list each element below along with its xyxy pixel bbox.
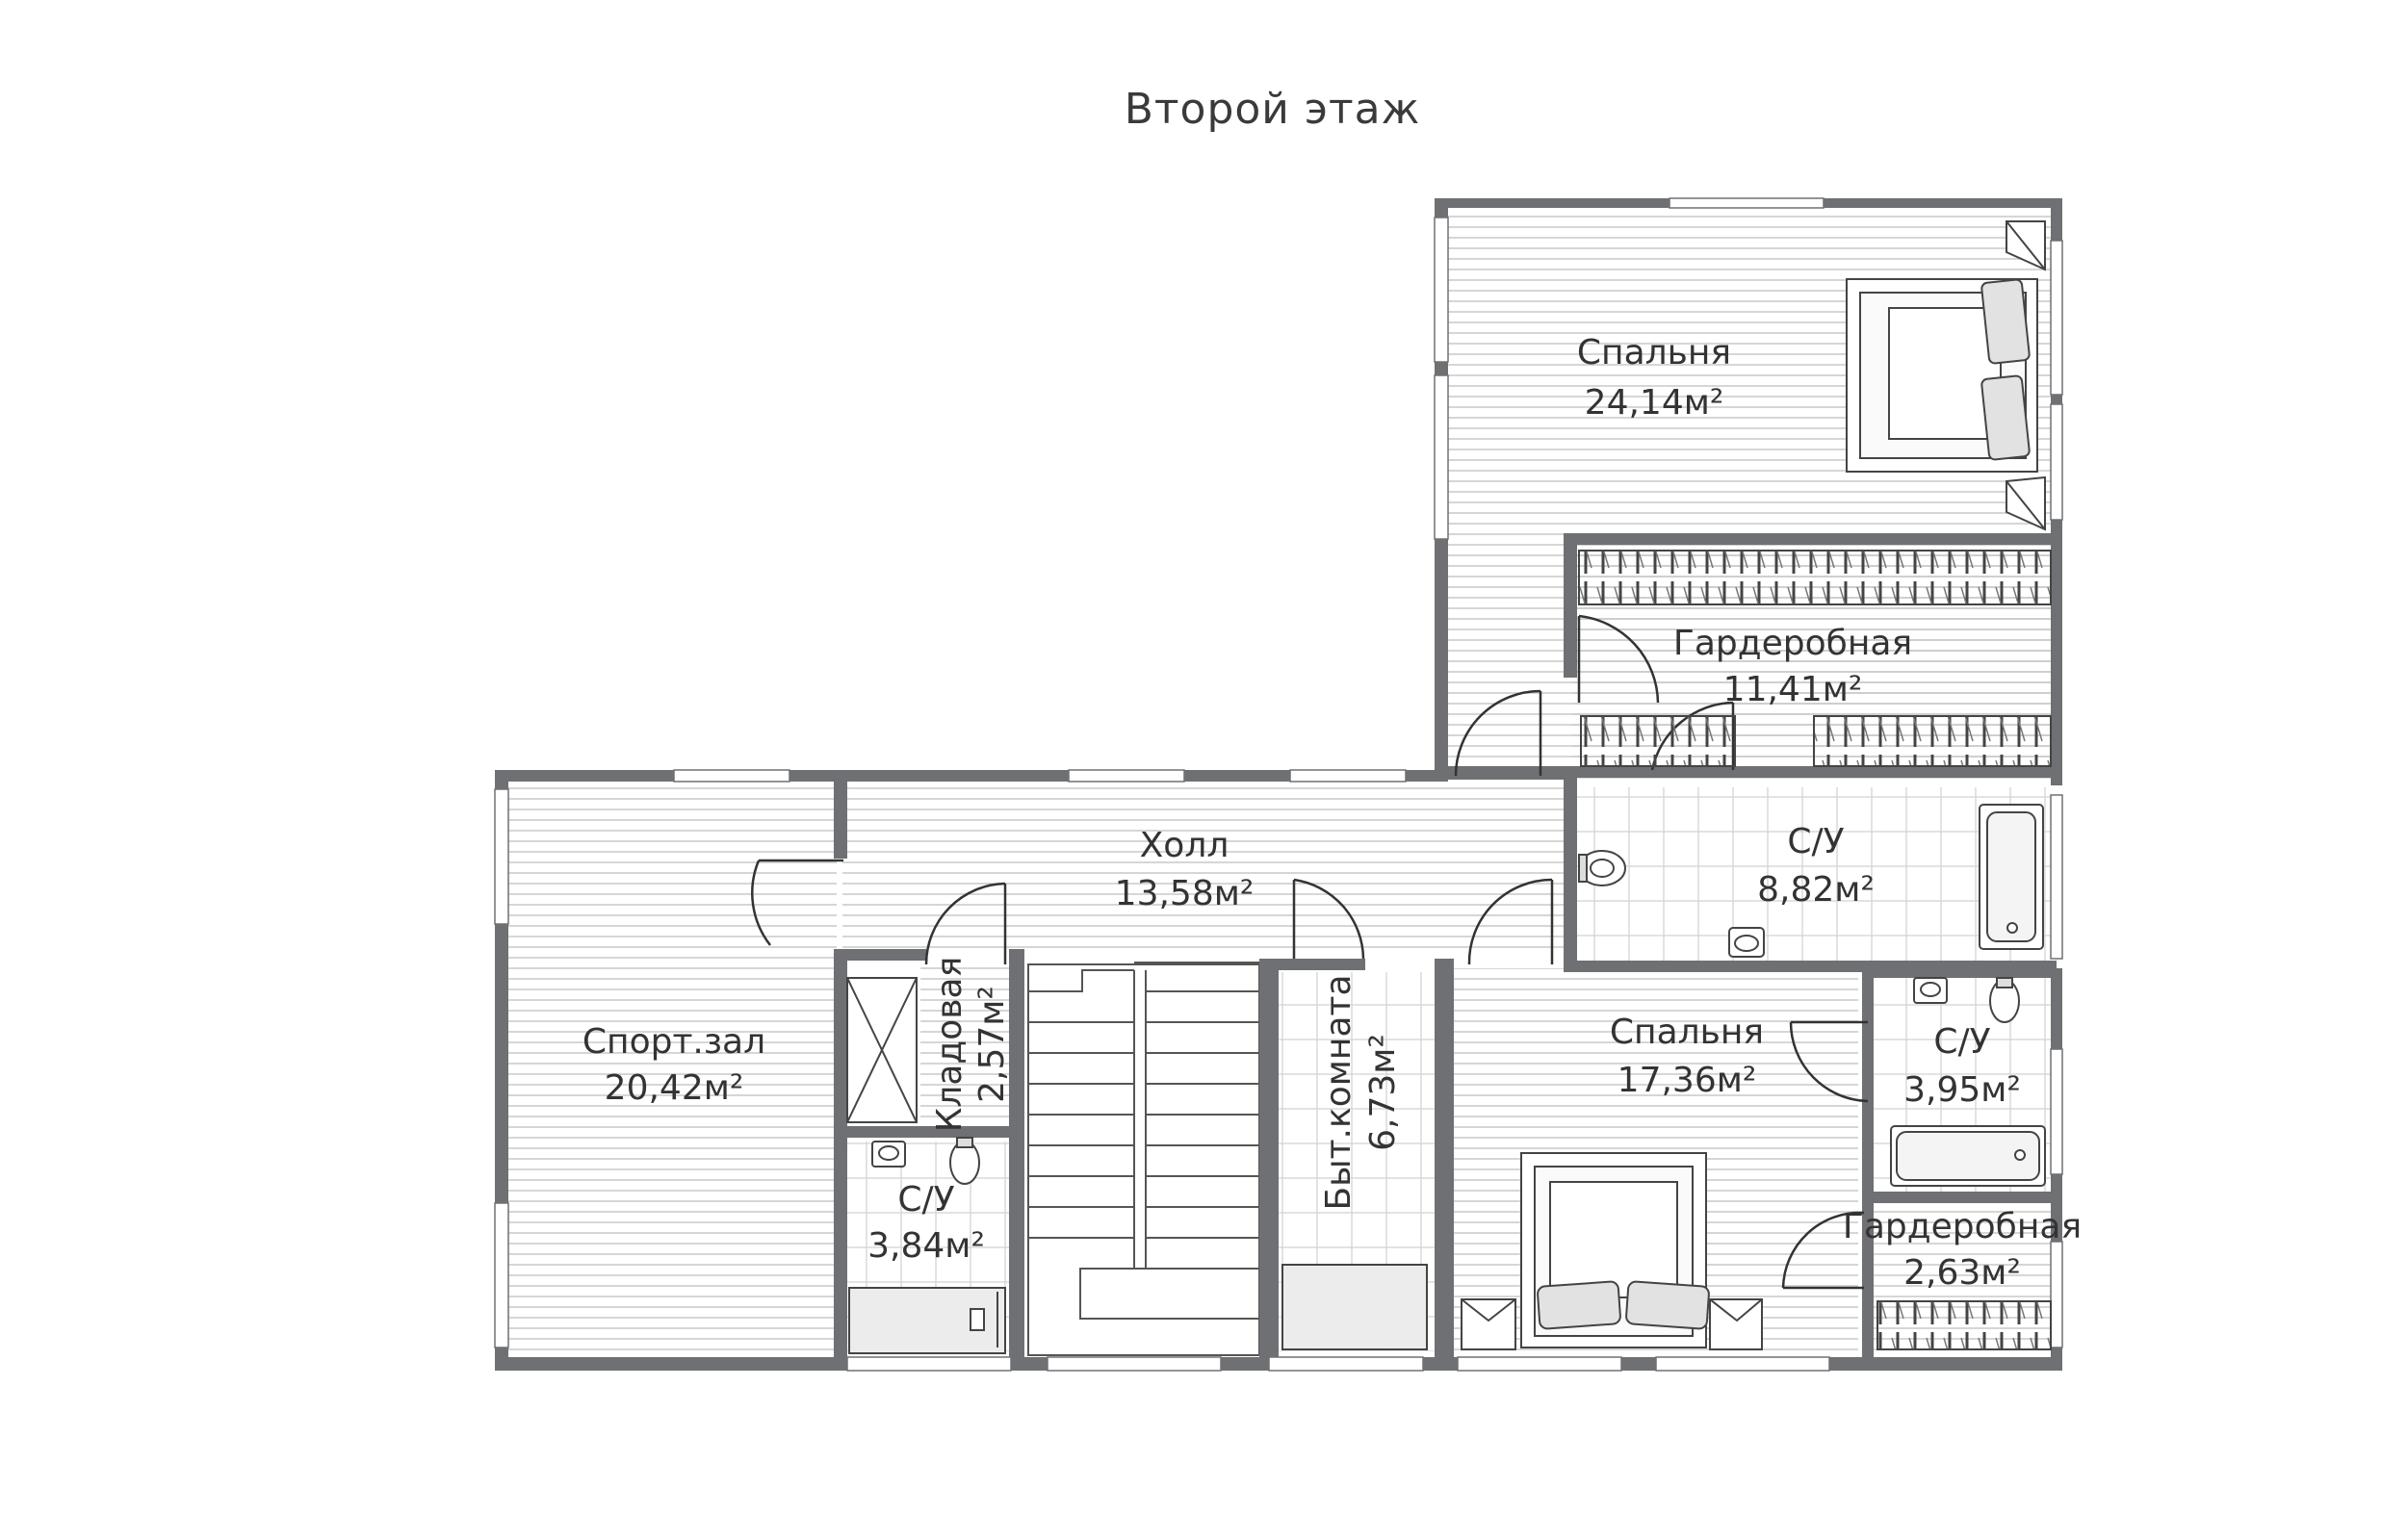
label-storage-name: Кладовая (930, 957, 970, 1132)
label-wardrobe-small-area: 2,63м² (1903, 1253, 2021, 1293)
staircase (1027, 962, 1260, 1356)
floor-areas (508, 214, 2057, 1359)
floor-bath-right (1573, 787, 2055, 961)
floor-storage (920, 966, 1011, 1130)
label-hall-area: 13,58м² (1115, 874, 1255, 913)
label-bath-small-right-area: 3,95м² (1903, 1070, 2021, 1110)
label-wardrobe-big-area: 11,41м² (1723, 670, 1863, 709)
label-bedroom-top-area: 24,14м² (1585, 383, 1724, 423)
bath-left-fixtures (848, 1137, 1006, 1354)
label-bath-left-name: С/У (897, 1180, 954, 1219)
label-gym-name: Спорт.зал (582, 1022, 765, 1062)
floor-title: Второй этаж (1124, 85, 1421, 134)
floor-gym (508, 782, 837, 1359)
bath-right-fixtures (1578, 804, 2044, 958)
label-bedroom-bottom-area: 17,36м² (1618, 1061, 1757, 1100)
room-labels: Спальня 24,14м² Гардеробная 11,41м² С/У … (582, 333, 2082, 1293)
bed-bottom (1520, 1152, 1710, 1348)
label-bedroom-bottom-name: Спальня (1610, 1013, 1764, 1052)
wardrobe-rails (1578, 550, 2052, 1350)
label-hall-name: Холл (1140, 826, 1229, 865)
label-storage-area: 2,57м² (972, 986, 1012, 1103)
label-bath-small-right-name: С/У (1933, 1022, 1990, 1062)
bed-top (1846, 278, 2038, 473)
label-bath-left-area: 3,84м² (867, 1226, 985, 1266)
windows (494, 197, 2063, 1372)
storage-cross (846, 977, 918, 1123)
nightstands-top (2006, 220, 2046, 531)
doors (751, 614, 1869, 1290)
laundry-counter (1281, 1264, 1428, 1350)
floor-hall (842, 782, 1574, 951)
label-bath-right-area: 8,82м² (1757, 870, 1875, 910)
label-bedroom-top-name: Спальня (1577, 333, 1731, 372)
label-laundry-name: Быт.комната (1319, 974, 1359, 1210)
label-gym-area: 20,42м² (605, 1068, 744, 1108)
bath-small-right-fixtures (1890, 977, 2046, 1187)
label-wardrobe-big-name: Гардеробная (1673, 624, 1912, 663)
label-bath-right-name: С/У (1787, 822, 1844, 861)
label-wardrobe-small-name: Гардеробная (1843, 1207, 2082, 1246)
nightstands-bottom (1461, 1298, 1763, 1350)
label-laundry-area: 6,73м² (1363, 1034, 1403, 1151)
